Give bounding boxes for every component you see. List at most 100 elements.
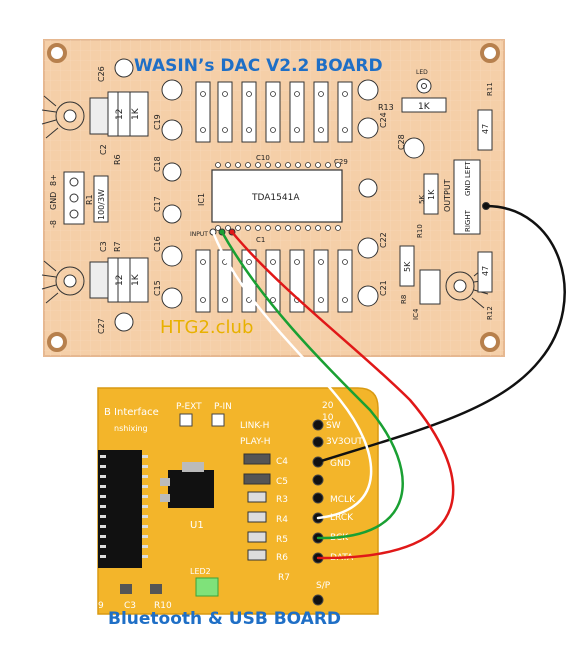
svg-text:C17: C17 bbox=[153, 196, 162, 212]
pin-lrck: LRCK bbox=[330, 513, 354, 523]
svg-text:R7: R7 bbox=[278, 573, 290, 583]
input-label: INPUT bbox=[190, 231, 208, 238]
wire-black-gnd bbox=[316, 204, 566, 464]
svg-text:47: 47 bbox=[481, 266, 490, 276]
value-1k-led: 1K bbox=[418, 102, 431, 112]
svg-text:IC4: IC4 bbox=[412, 308, 420, 320]
output-section: 47 47 R12 RIGHT GND LEFT OUTPUT 1K 5K 5K… bbox=[399, 109, 494, 320]
svg-text:R7: R7 bbox=[113, 241, 122, 252]
gnd-label: GND bbox=[464, 180, 472, 196]
heatsink-right bbox=[445, 265, 489, 309]
svg-text:C16: C16 bbox=[153, 236, 162, 252]
value-12-bottom: 12 bbox=[115, 275, 125, 286]
pin-link-h: LINK-H bbox=[240, 421, 269, 431]
regulator-block-top: 12 1K bbox=[89, 91, 149, 137]
svg-text:10: 10 bbox=[322, 413, 334, 423]
ic-tda1541a: TDA1541A IC1 INPUT bbox=[190, 162, 343, 238]
chip-label: TDA1541A bbox=[251, 193, 300, 203]
bottom-parts: 9 C3 R10 bbox=[98, 584, 172, 611]
regulator-block-bottom: 12 1K bbox=[89, 257, 149, 303]
svg-text:5K: 5K bbox=[418, 195, 426, 204]
cap-labels: C19 C18 C17 C16 C15 C24 C22 C21 C28 C29 … bbox=[153, 112, 406, 296]
svg-text:R13: R13 bbox=[378, 103, 394, 112]
wire-white-lrck bbox=[211, 230, 373, 520]
smd-parts: C4 C5 R3 R4 R5 R6 R7 bbox=[243, 453, 290, 583]
svg-text:R1: R1 bbox=[85, 194, 94, 205]
brand-label: nshixing bbox=[114, 424, 148, 433]
svg-text:C26: C26 bbox=[97, 66, 106, 82]
svg-text:9: 9 bbox=[98, 601, 104, 611]
svg-text:100/3W: 100/3W bbox=[97, 189, 106, 220]
film-cap-bank-top bbox=[195, 81, 353, 143]
pin-play-h: PLAY-H bbox=[240, 437, 271, 447]
svg-text:C4: C4 bbox=[276, 457, 288, 467]
bt-pcb bbox=[97, 387, 379, 615]
wire-green-bck bbox=[220, 230, 404, 540]
pin-gnd: GND bbox=[330, 459, 351, 469]
output-label: OUTPUT bbox=[443, 179, 452, 212]
svg-text:C22: C22 bbox=[379, 232, 388, 248]
mounting-holes bbox=[47, 43, 500, 352]
heatsink-left-bottom bbox=[41, 260, 85, 304]
value-12-top: 12 bbox=[115, 109, 125, 120]
svg-text:R6: R6 bbox=[276, 553, 288, 563]
svg-text:R10: R10 bbox=[416, 224, 424, 238]
power-terminal: 8+ GND -8 bbox=[49, 171, 85, 228]
svg-text:C28: C28 bbox=[397, 134, 406, 150]
electrolytic-capacitors bbox=[114, 58, 425, 332]
svg-text:C3: C3 bbox=[99, 241, 108, 252]
svg-text:1K: 1K bbox=[427, 189, 436, 200]
heatsink-left-top bbox=[41, 95, 85, 139]
svg-text:R12: R12 bbox=[486, 306, 494, 320]
left-labels: C2 R6 C3 R7 C26 C27 bbox=[97, 66, 122, 334]
led2: LED2 bbox=[190, 567, 219, 597]
dac-board: 12 1K 12 1K 8+ GND -8 100/3W R1 bbox=[41, 39, 505, 357]
svg-text:R5: R5 bbox=[276, 535, 288, 545]
pin-mclk: MCLK bbox=[330, 495, 356, 505]
pin-sp: S/P bbox=[316, 581, 331, 591]
watermark: HTG2.club bbox=[160, 317, 254, 338]
svg-text:C19: C19 bbox=[153, 114, 162, 130]
svg-text:R10: R10 bbox=[154, 601, 172, 611]
svg-text:5K: 5K bbox=[403, 261, 412, 272]
svg-text:LED: LED bbox=[416, 69, 428, 76]
power-label-gnd: GND bbox=[49, 192, 58, 210]
power-label-minus8: -8 bbox=[49, 220, 58, 228]
regulator-u1: U1 bbox=[160, 462, 214, 531]
svg-text:R3: R3 bbox=[276, 495, 288, 505]
bt-chip bbox=[98, 450, 148, 568]
dac-board-title: WASIN’s DAC V2.2 BOARD bbox=[134, 56, 383, 76]
svg-text:C24: C24 bbox=[379, 112, 388, 128]
svg-text:R6: R6 bbox=[113, 154, 122, 165]
svg-text:C10: C10 bbox=[256, 154, 270, 162]
svg-text:U1: U1 bbox=[190, 520, 204, 531]
wire-red-data bbox=[230, 230, 455, 560]
svg-text:C5: C5 bbox=[276, 477, 288, 487]
value-1k-bottom: 1K bbox=[131, 273, 141, 286]
svg-text:R4: R4 bbox=[276, 515, 288, 525]
svg-text:C21: C21 bbox=[379, 280, 388, 296]
svg-text:C3: C3 bbox=[124, 601, 136, 611]
svg-text:C15: C15 bbox=[153, 280, 162, 296]
value-1k-top: 1K bbox=[131, 107, 141, 120]
pin-sw: SW bbox=[326, 421, 341, 431]
svg-text:C2: C2 bbox=[99, 144, 108, 155]
svg-text:47: 47 bbox=[481, 124, 490, 134]
resistor-r1: 100/3W R1 bbox=[85, 175, 109, 223]
svg-text:P-IN: P-IN bbox=[214, 402, 232, 412]
film-cap-bank-bottom bbox=[195, 249, 353, 313]
svg-text:R11: R11 bbox=[486, 82, 494, 96]
interface-label: B Interface bbox=[104, 407, 159, 418]
svg-text:P-EXT: P-EXT bbox=[176, 402, 202, 412]
bt-board-title: Bluetooth & USB BOARD bbox=[108, 609, 342, 629]
svg-text:C1: C1 bbox=[256, 236, 265, 244]
wires bbox=[211, 204, 566, 560]
ic1-label: IC1 bbox=[197, 193, 206, 206]
svg-text:C29: C29 bbox=[334, 158, 348, 166]
svg-text:C18: C18 bbox=[153, 156, 162, 172]
svg-text:LED2: LED2 bbox=[190, 567, 211, 576]
left-label: LEFT bbox=[464, 161, 472, 178]
svg-text:C27: C27 bbox=[97, 318, 106, 334]
svg-text:R8: R8 bbox=[400, 295, 408, 304]
